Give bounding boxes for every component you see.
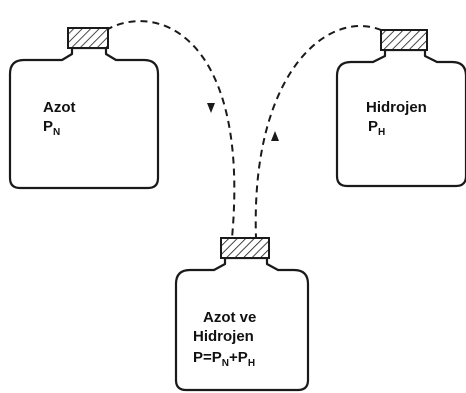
bottle-mixture-formula: P=PN+PH [193, 349, 255, 369]
bottle-mixture: Azot ve Hidrojen P=PN+PH [174, 237, 310, 392]
bottle-mixture-outline [174, 256, 310, 392]
flow-path-left [105, 20, 236, 239]
bottle-mixture-stopper [220, 237, 270, 259]
flow-path-right [254, 25, 393, 239]
bottle-azot-pressure: PN [43, 118, 60, 138]
bottle-azot-label: Azot [43, 99, 76, 116]
bottle-hidrojen: Hidrojen PH [335, 29, 466, 188]
bottle-mixture-label-line1: Azot ve [203, 309, 256, 326]
bottle-azot-outline [8, 46, 160, 190]
bottle-mixture-label-line2: Hidrojen [193, 328, 254, 345]
bottle-hidrojen-pressure: PH [368, 118, 385, 138]
flow-arrow-left [207, 103, 215, 113]
bottle-hidrojen-label: Hidrojen [366, 99, 427, 116]
bottle-hidrojen-outline [335, 48, 466, 188]
flow-arrow-right [271, 131, 279, 141]
bottle-azot-stopper [67, 27, 109, 49]
bottle-hidrojen-stopper [380, 29, 428, 51]
bottle-azot: Azot PN [8, 27, 160, 190]
